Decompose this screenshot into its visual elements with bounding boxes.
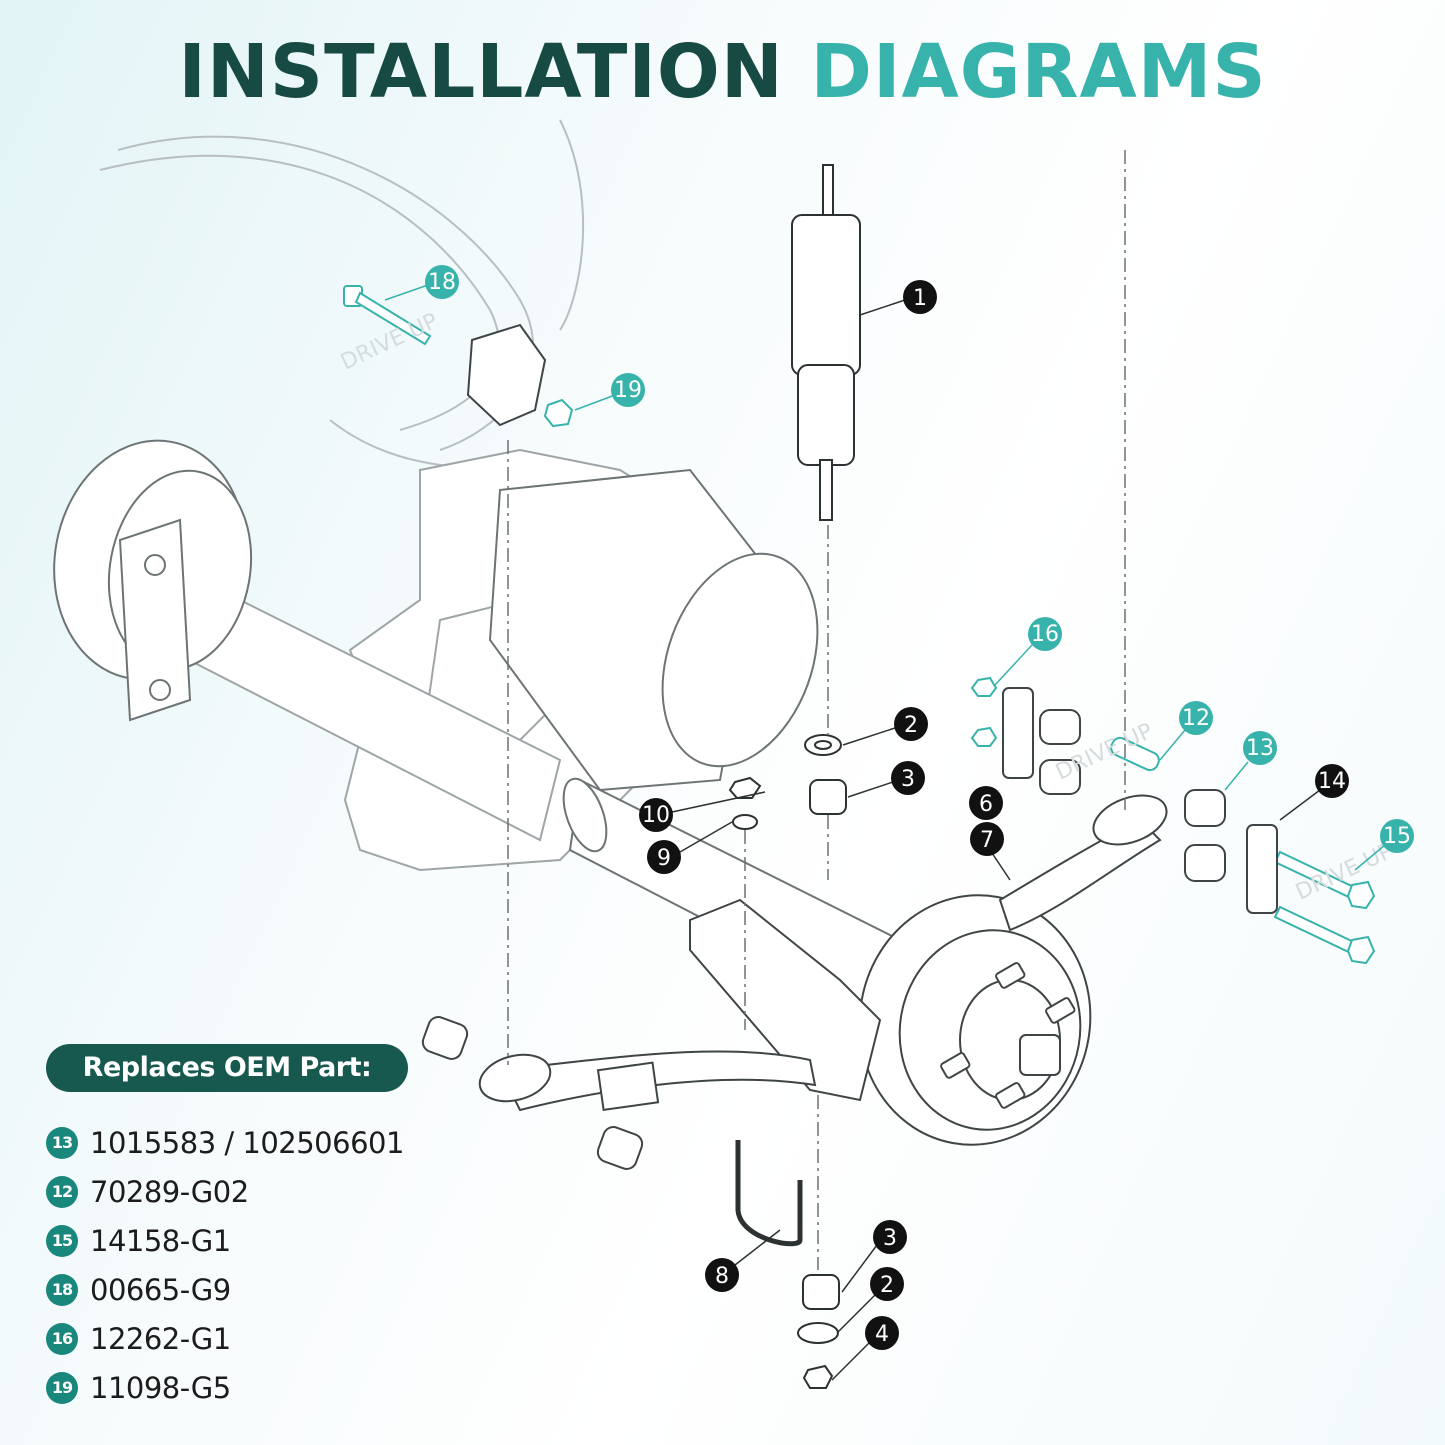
left-brake-drum bbox=[53, 439, 253, 722]
svg-text:3: 3 bbox=[883, 1226, 897, 1251]
callout-3-upper: 3 bbox=[891, 761, 925, 795]
svg-text:2: 2 bbox=[880, 1273, 894, 1298]
small-hardware bbox=[728, 734, 847, 1389]
callout-7: 7 bbox=[970, 822, 1004, 856]
callout-1: 1 bbox=[903, 280, 937, 314]
callout-13: 13 bbox=[1243, 731, 1277, 765]
callout-9: 9 bbox=[647, 840, 681, 874]
callout-2-upper: 2 bbox=[894, 707, 928, 741]
callout-10: 10 bbox=[639, 798, 673, 832]
svg-text:4: 4 bbox=[875, 1322, 889, 1347]
svg-text:1: 1 bbox=[913, 286, 927, 311]
oem-part-badge: 13 bbox=[46, 1126, 78, 1159]
oem-part-row: 18 00665-G9 bbox=[46, 1265, 404, 1314]
oem-part-row: 15 14158-G1 bbox=[46, 1216, 404, 1265]
oem-part-row: 12 70289-G02 bbox=[46, 1167, 404, 1216]
callout-19: 19 bbox=[611, 373, 645, 407]
svg-text:12: 12 bbox=[1182, 706, 1210, 731]
title-part2: DIAGRAMS bbox=[810, 29, 1267, 115]
svg-text:6: 6 bbox=[979, 792, 993, 817]
svg-text:15: 15 bbox=[1383, 824, 1411, 849]
svg-text:19: 19 bbox=[614, 378, 642, 403]
teal-hardware bbox=[343, 285, 1376, 965]
svg-text:13: 13 bbox=[1246, 736, 1274, 761]
page-title: INSTALLATION DIAGRAMS bbox=[0, 22, 1445, 122]
svg-text:8: 8 bbox=[715, 1264, 729, 1289]
oem-part-number: 14158-G1 bbox=[90, 1223, 231, 1258]
oem-part-row: 19 11098-G5 bbox=[46, 1363, 404, 1412]
oem-part-list: 13 1015583 / 102506601 12 70289-G02 15 1… bbox=[46, 1118, 404, 1412]
svg-text:16: 16 bbox=[1031, 622, 1059, 647]
leaf-spring-left bbox=[421, 1016, 817, 1170]
svg-text:3: 3 bbox=[901, 767, 915, 792]
shackle-bushings bbox=[466, 323, 1278, 914]
svg-text:9: 9 bbox=[657, 846, 671, 871]
motor-cylinder bbox=[488, 468, 819, 792]
oem-part-badge: 19 bbox=[46, 1371, 78, 1404]
right-brake-drum bbox=[689, 894, 1092, 1146]
svg-text:2: 2 bbox=[904, 713, 918, 738]
oem-part-row: 13 1015583 / 102506601 bbox=[46, 1118, 404, 1167]
oem-part-number: 11098-G5 bbox=[90, 1370, 231, 1405]
svg-text:14: 14 bbox=[1318, 769, 1346, 794]
oem-part-badge: 18 bbox=[46, 1273, 78, 1306]
leader-lines bbox=[384, 284, 1386, 1381]
oem-part-badge: 16 bbox=[46, 1322, 78, 1355]
callout-15: 15 bbox=[1380, 819, 1414, 853]
svg-text:18: 18 bbox=[428, 270, 456, 295]
svg-text:10: 10 bbox=[642, 803, 670, 828]
callout-8: 8 bbox=[705, 1258, 739, 1292]
callout-18: 18 bbox=[425, 265, 459, 299]
callout-4: 4 bbox=[865, 1316, 899, 1350]
svg-text:7: 7 bbox=[980, 828, 994, 853]
shock-absorber bbox=[791, 164, 861, 521]
callout-2-lower: 2 bbox=[870, 1267, 904, 1301]
alignment-lines bbox=[507, 150, 1126, 1270]
callout-14: 14 bbox=[1315, 764, 1349, 798]
oem-part-badge: 12 bbox=[46, 1175, 78, 1208]
callouts: 1 2 3 10 9 6 7 14 8 3 2 4 18 19 16 12 13… bbox=[425, 265, 1414, 1350]
oem-part-row: 16 12262-G1 bbox=[46, 1314, 404, 1363]
oem-part-number: 00665-G9 bbox=[90, 1272, 231, 1307]
oem-part-number: 70289-G02 bbox=[90, 1174, 249, 1209]
oem-part-number: 12262-G1 bbox=[90, 1321, 231, 1356]
title-part1: INSTALLATION bbox=[178, 29, 784, 115]
oem-part-badge: 15 bbox=[46, 1224, 78, 1257]
callout-3-lower: 3 bbox=[873, 1220, 907, 1254]
oem-replaces-label: Replaces OEM Part: bbox=[46, 1044, 408, 1092]
oem-part-number: 1015583 / 102506601 bbox=[90, 1125, 404, 1160]
callout-16: 16 bbox=[1028, 617, 1062, 651]
callout-6: 6 bbox=[969, 786, 1003, 820]
leaf-spring-right bbox=[998, 794, 1168, 932]
callout-12: 12 bbox=[1179, 701, 1213, 735]
